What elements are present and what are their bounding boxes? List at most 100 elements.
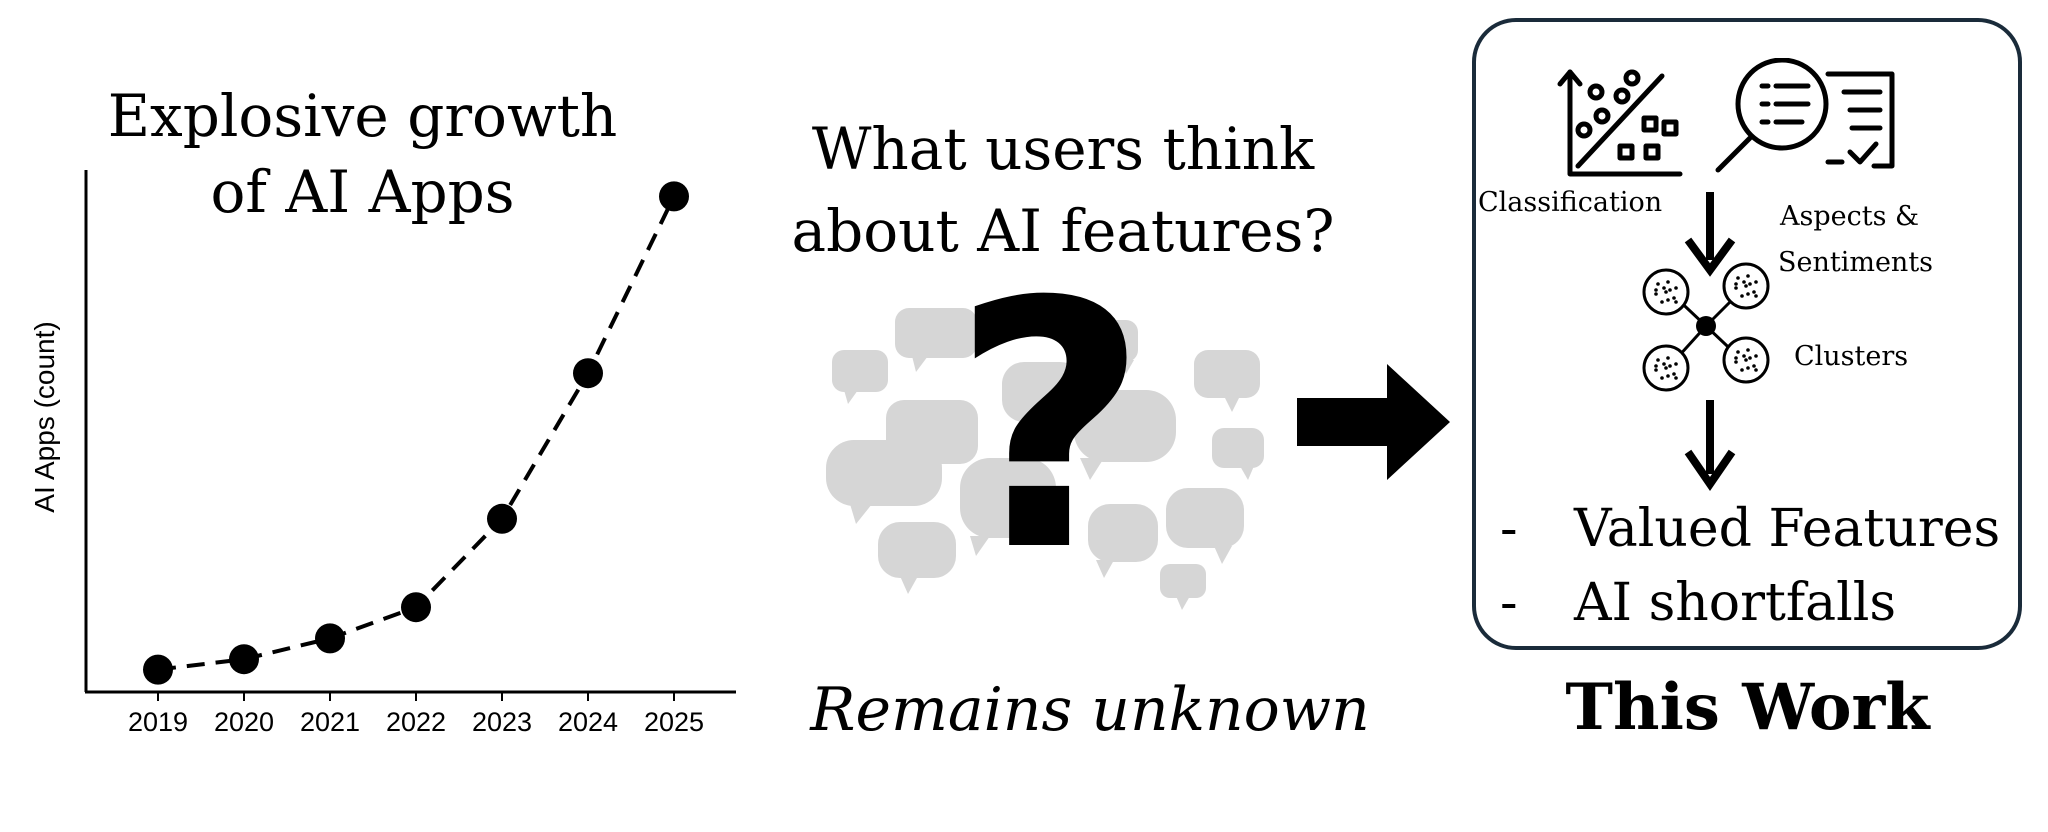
speech-bubble-icon <box>960 458 1056 556</box>
cluster-dot <box>1654 364 1658 368</box>
speech-bubble-icon <box>1212 428 1264 480</box>
this-work-box <box>1472 18 2022 650</box>
data-point-2022 <box>401 592 431 623</box>
cluster-dot <box>1744 358 1748 362</box>
cluster-dot <box>1666 356 1670 360</box>
cluster-dot <box>1734 356 1738 360</box>
data-point-2019 <box>143 654 173 685</box>
classification-icon <box>1557 69 1683 177</box>
cluster-dot <box>1674 362 1678 366</box>
bullet-dash: - <box>1500 499 1518 559</box>
speech-bubble-icon <box>1166 488 1244 564</box>
cluster-dot <box>1654 292 1658 296</box>
chart-title-line1: Explosive growth <box>107 82 618 150</box>
cluster-dot <box>1740 368 1744 372</box>
aspects-label-line1: Aspects & <box>1780 201 1920 232</box>
findings-list: -Valued Features -AI shortfalls <box>1500 496 2000 636</box>
question-line2: about AI features? <box>791 197 1335 265</box>
x-tick-label-2019: 2019 <box>127 707 189 737</box>
speech-bubble-icon <box>826 440 942 524</box>
cluster-dot <box>1672 372 1676 376</box>
down-arrow-icon <box>1684 192 1736 277</box>
down-arrow-icon <box>1684 400 1736 492</box>
cluster-dot <box>1660 300 1664 304</box>
cluster-dot <box>1674 286 1678 290</box>
data-point-2021 <box>315 623 345 654</box>
cluster-dot <box>1734 360 1738 364</box>
question-line1: What users think <box>811 115 1315 183</box>
cluster-dot <box>1656 358 1660 362</box>
x-tick-label-2025: 2025 <box>643 707 705 737</box>
question-mark-glyph: ? <box>951 230 1149 626</box>
cluster-dot <box>1654 368 1658 372</box>
data-point-2025 <box>659 181 689 212</box>
cluster-dot <box>1734 282 1738 286</box>
speech-bubble-icon <box>1074 390 1176 480</box>
aspects-sentiments-label: Aspects & Sentiments <box>1778 194 1933 286</box>
cluster-dot <box>1746 292 1750 296</box>
speech-bubble-icon <box>1082 320 1138 374</box>
cluster-dot <box>1672 296 1676 300</box>
cluster-dot <box>1734 286 1738 290</box>
clusters-icon <box>1642 262 1770 392</box>
cluster-dot <box>1754 368 1758 372</box>
cluster-dot <box>1662 362 1666 366</box>
cluster-dot <box>1752 290 1756 294</box>
cluster-dot <box>1668 364 1672 368</box>
x-tick-label-2024: 2024 <box>557 707 619 737</box>
ai-shortfalls-text: AI shortfalls <box>1574 573 1897 633</box>
x-tick-marks <box>157 692 675 701</box>
cluster-dot <box>1660 376 1664 380</box>
data-point-2020 <box>229 644 259 675</box>
bullet-dash: - <box>1500 573 1518 633</box>
speech-bubble-icon <box>832 350 888 404</box>
cluster-dot <box>1752 364 1756 368</box>
remains-unknown-caption: Remains unknown <box>810 675 1370 745</box>
chart-title: Explosive growth of AI Apps <box>80 78 645 230</box>
data-point-2024 <box>573 358 603 389</box>
cluster-dot <box>1746 348 1750 352</box>
question-heading: What users think about AI features? <box>768 108 1358 272</box>
cluster-dot <box>1742 280 1746 284</box>
cluster-dot <box>1674 376 1678 380</box>
this-work-caption: This Work <box>1565 670 1930 745</box>
cluster-dot <box>1736 276 1740 280</box>
speech-bubbles-cloud <box>826 308 1264 610</box>
cluster-dot <box>1754 280 1758 284</box>
cluster-dot <box>1740 294 1744 298</box>
cluster-dot <box>1748 356 1752 360</box>
findings-item: -Valued Features <box>1500 496 2000 562</box>
cluster-dot <box>1666 280 1670 284</box>
clusters-label: Clusters <box>1794 341 1909 372</box>
data-points <box>143 181 689 685</box>
chart-title-line2: of AI Apps <box>210 158 515 226</box>
cluster-dot <box>1656 282 1660 286</box>
cluster-dot <box>1754 294 1758 298</box>
x-tick-label-2020: 2020 <box>213 707 275 737</box>
cluster-dot <box>1666 298 1670 302</box>
speech-bubble-icon <box>1160 564 1206 610</box>
cluster-dot <box>1754 354 1758 358</box>
cluster-dot <box>1736 350 1740 354</box>
cluster-dot <box>1666 374 1670 378</box>
cluster-dot <box>1664 366 1668 370</box>
cluster-dot <box>1744 284 1748 288</box>
aspects-label-line2: Sentiments <box>1778 247 1934 278</box>
data-point-2023 <box>487 503 517 534</box>
cluster-dot <box>1674 300 1678 304</box>
growth-chart <box>84 170 736 701</box>
x-tick-label-2023: 2023 <box>471 707 533 737</box>
right-arrow-icon <box>1297 364 1450 480</box>
speech-bubble-icon <box>1194 350 1260 412</box>
cluster-dot <box>1654 288 1658 292</box>
x-tick-label-2021: 2021 <box>299 707 361 737</box>
speech-bubble-icon <box>895 308 977 372</box>
classification-label: Classification <box>1478 187 1663 218</box>
aspect-analysis-icon <box>1715 58 1895 173</box>
valued-features-text: Valued Features <box>1574 499 2001 559</box>
cluster-dot <box>1746 274 1750 278</box>
cluster-dot <box>1746 366 1750 370</box>
cluster-dot <box>1668 288 1672 292</box>
cluster-dot <box>1662 286 1666 290</box>
speech-bubble-icon <box>1088 504 1158 578</box>
